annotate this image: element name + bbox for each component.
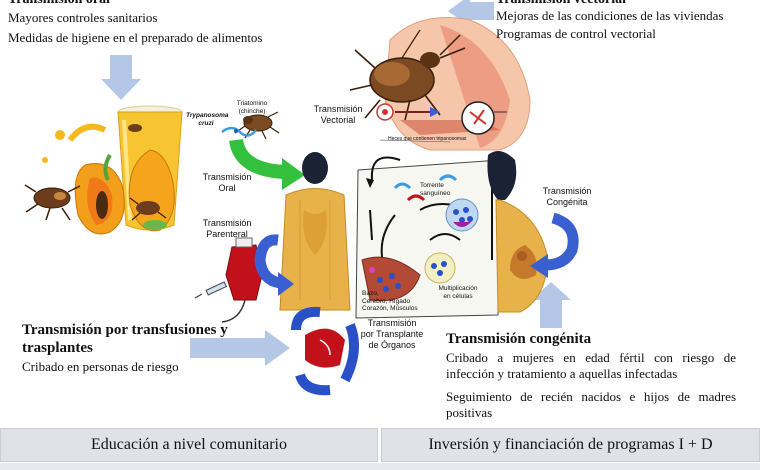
bottom-strip (0, 463, 760, 470)
vectorial-item-1: Mejoras de las condiciones de las vivien… (496, 8, 724, 23)
arrow-right-transfusion (190, 330, 290, 366)
pregnant-woman-icon (487, 151, 549, 313)
blood-bag-icon (221, 237, 263, 323)
congenita-title: Transmisión congénita (446, 331, 592, 347)
vectorial-item-2: Programas de control vectorial (496, 26, 656, 41)
arrow-up-congenita (531, 282, 571, 328)
label-triatomino: Triatomino(chinche) (236, 100, 268, 115)
oral-item-1: Mayores controles sanitarios (8, 10, 158, 25)
footer-educacion: Educación a nivel comunitario (0, 428, 378, 462)
kissing-bug-icon (349, 29, 466, 121)
life-cycle-panel (355, 156, 501, 319)
arrow-down-oral (101, 55, 141, 100)
congenita-para1-line1: Cribado a mujeres en edad fértil con rie… (446, 350, 736, 365)
transfusion-title-line1: Transmisión por transfusiones y (22, 322, 228, 338)
bug-on-fruit-icon (24, 124, 167, 221)
male-body-icon (279, 152, 351, 311)
blue-curved-arrow-congenita (530, 212, 579, 278)
transfusion-item-1: Cribado en personas de riesgo (22, 359, 179, 374)
footer-inversion: Inversión y financiación de programas I … (381, 428, 760, 462)
oral-item-2: Medidas de higiene en el preparado de al… (8, 30, 263, 45)
trypanosoma-icon (221, 126, 257, 137)
blue-curved-arrow-parenteral (254, 234, 294, 296)
label-heces: Heces que contienen tripanosomas (388, 136, 467, 142)
vectorial-title: Transmisión vectorial (496, 0, 626, 8)
congenita-para1-line2: infección y tratamiento a aquellas infec… (446, 366, 678, 381)
syringe-icon (194, 281, 227, 299)
oral-title: Transmisión oral (8, 0, 110, 8)
congenita-para2-line1: Seguimiento de recién nacidos e hijos de… (446, 389, 736, 404)
green-curved-arrow (229, 138, 305, 190)
transfusion-title-line2: trasplantes (22, 340, 93, 356)
congenita-para2-line2: positivas (446, 405, 493, 420)
heces-leader-line (379, 139, 451, 143)
organ-transplant-icon (291, 306, 359, 396)
triatomino-bug-icon (234, 111, 280, 140)
bite-detail-icon (376, 101, 507, 135)
